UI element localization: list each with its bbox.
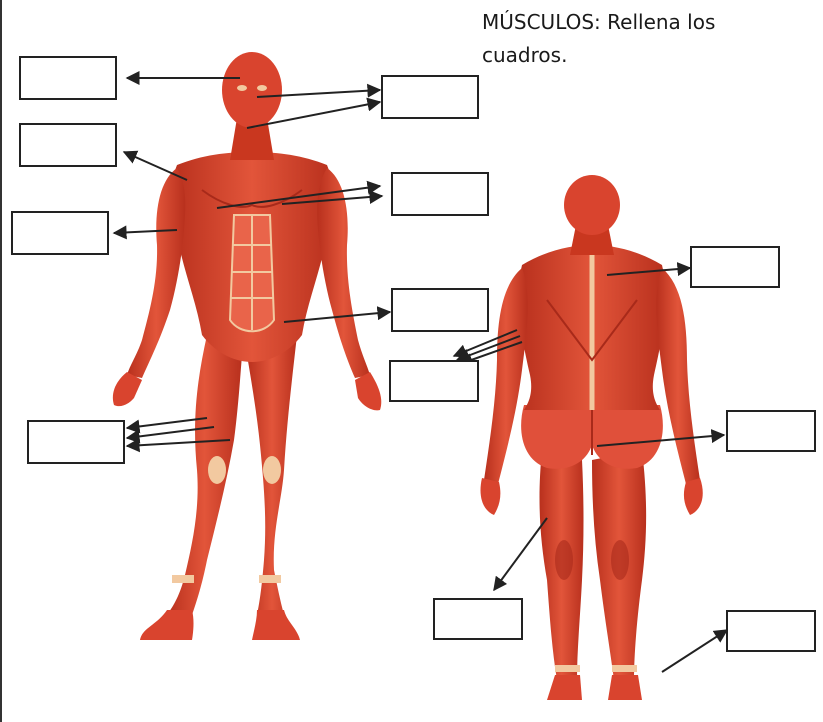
answer-box-back-hamstring[interactable]	[434, 599, 522, 639]
arrow-back-calf	[662, 630, 727, 672]
back-left-arm	[484, 268, 528, 484]
answer-box-back-trapezius[interactable]	[691, 247, 779, 287]
front-left-leg	[167, 335, 242, 615]
front-right-foot	[252, 610, 300, 640]
answer-box-front-head[interactable]	[20, 57, 116, 99]
muscular-body-front-icon	[113, 52, 381, 640]
front-left-arm	[127, 168, 185, 378]
answer-box-front-thigh[interactable]	[28, 421, 124, 463]
back-right-arm	[656, 268, 700, 484]
answer-boxes	[12, 57, 815, 651]
answer-box-back-gluteus[interactable]	[727, 411, 815, 451]
back-head	[564, 175, 620, 235]
answer-box-front-chest[interactable]	[392, 173, 488, 215]
front-right-hand	[355, 372, 381, 410]
answer-box-front-arm[interactable]	[12, 212, 108, 254]
answer-box-front-abdomen[interactable]	[392, 289, 488, 331]
back-left-hand	[481, 478, 501, 515]
back-left-foot	[547, 675, 582, 700]
arrow-front-thigh-1	[127, 418, 207, 428]
answer-box-front-face[interactable]	[382, 76, 478, 118]
arrow-back-hamstring	[494, 518, 547, 590]
back-right-hand	[684, 478, 703, 515]
front-head	[222, 52, 282, 128]
answer-box-back-calf[interactable]	[727, 611, 815, 651]
answer-box-front-shoulder[interactable]	[20, 124, 116, 166]
answer-box-back-latissimus[interactable]	[390, 361, 478, 401]
front-left-foot	[140, 610, 194, 640]
back-right-foot	[608, 675, 642, 700]
